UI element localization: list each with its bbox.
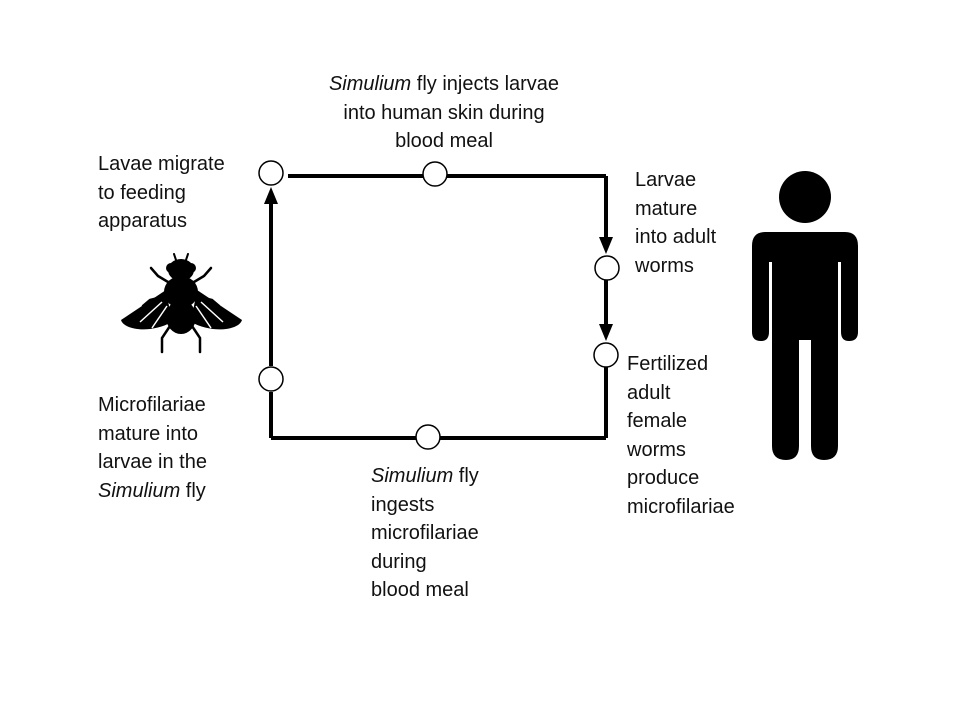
fly-icon	[121, 253, 242, 354]
label-line: microfilariae	[627, 495, 735, 518]
node-bottom	[415, 424, 441, 450]
arrow-down-upper	[599, 237, 613, 254]
label-line: worms	[627, 438, 686, 461]
label-line: produce	[627, 467, 700, 489]
human-figure-icon	[752, 171, 858, 460]
label-line: blood meal	[395, 130, 493, 152]
label-line: into adult	[635, 226, 717, 248]
label-line: Simulium fly	[98, 479, 206, 502]
label-line: during	[371, 550, 427, 573]
label-line: Microfilariae	[98, 394, 206, 416]
label-line: mature into	[98, 422, 199, 445]
node-left	[258, 366, 284, 392]
label-line: blood meal	[371, 579, 469, 601]
stage-label-top: Simulium fly injects larvae into human s…	[298, 70, 590, 156]
label-line: Simulium fly	[371, 465, 479, 487]
stage-label-bottom: Simulium fly ingests microfilariae durin…	[371, 462, 479, 605]
label-line: mature	[635, 197, 698, 220]
label-line: female	[627, 410, 688, 432]
label-line: Larvae	[635, 169, 697, 191]
stage-label-top-right: Larvae mature into adult worms	[635, 166, 716, 280]
label-line: Lavae migrate	[98, 153, 225, 175]
node-top-left	[258, 160, 284, 186]
arrow-up-left	[264, 187, 278, 204]
stage-label-right: Fertilized adult female worms produce mi…	[627, 350, 735, 521]
cycle-path	[269, 174, 608, 440]
node-right-lower	[593, 342, 619, 368]
label-line: Fertilized	[627, 353, 709, 375]
label-line: microfilariae	[371, 522, 479, 544]
label-line: Simulium fly injects larvae	[328, 73, 560, 95]
label-line: adult	[627, 381, 671, 404]
label-line: apparatus	[98, 210, 187, 232]
label-line: into human skin during	[343, 101, 545, 124]
label-line: larvae in the	[98, 451, 207, 473]
stage-label-top-left: Lavae migrate to feeding apparatus	[98, 150, 225, 236]
stage-label-left: Microfilariae mature into larvae in the …	[98, 391, 207, 505]
label-line: worms	[635, 254, 694, 277]
label-line: to feeding	[98, 181, 186, 204]
stage-nodes	[258, 160, 620, 450]
node-top	[422, 161, 448, 187]
node-right-upper	[594, 255, 620, 281]
label-line: ingests	[371, 493, 435, 516]
arrow-down-lower	[599, 324, 613, 341]
